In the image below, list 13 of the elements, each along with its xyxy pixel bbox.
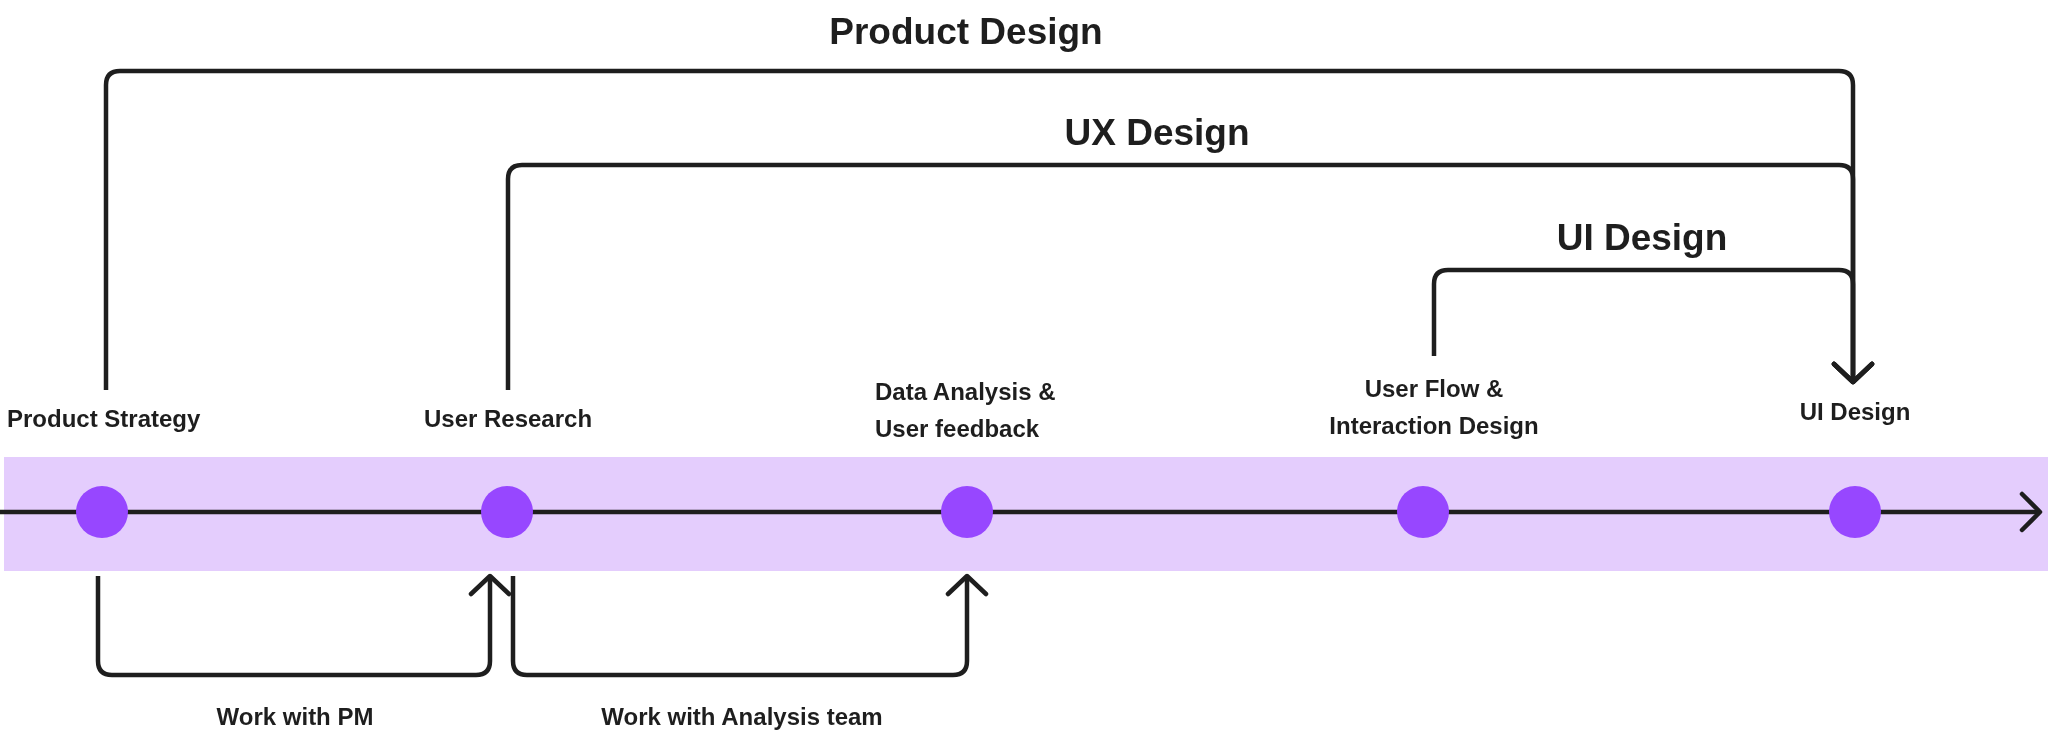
edge-label: Product Design — [829, 9, 1103, 54]
milestone-label: User Flow & Interaction Design — [1328, 374, 1540, 441]
connector-arrow — [1431, 267, 1875, 385]
edge-label: Work with PM — [216, 702, 374, 732]
milestone-label: Data Analysis & User feedback — [875, 377, 1057, 444]
milestone-label: UI Design — [1799, 397, 1911, 427]
connector-arrow — [510, 573, 989, 678]
edge-label: UI Design — [1556, 215, 1728, 260]
connector-arrow — [95, 573, 512, 678]
edge-label: UX Design — [1064, 110, 1250, 155]
milestone-label: User Research — [423, 404, 593, 434]
edge-label: Work with Analysis team — [601, 702, 883, 732]
milestone-label: Product Strategy — [7, 404, 201, 434]
